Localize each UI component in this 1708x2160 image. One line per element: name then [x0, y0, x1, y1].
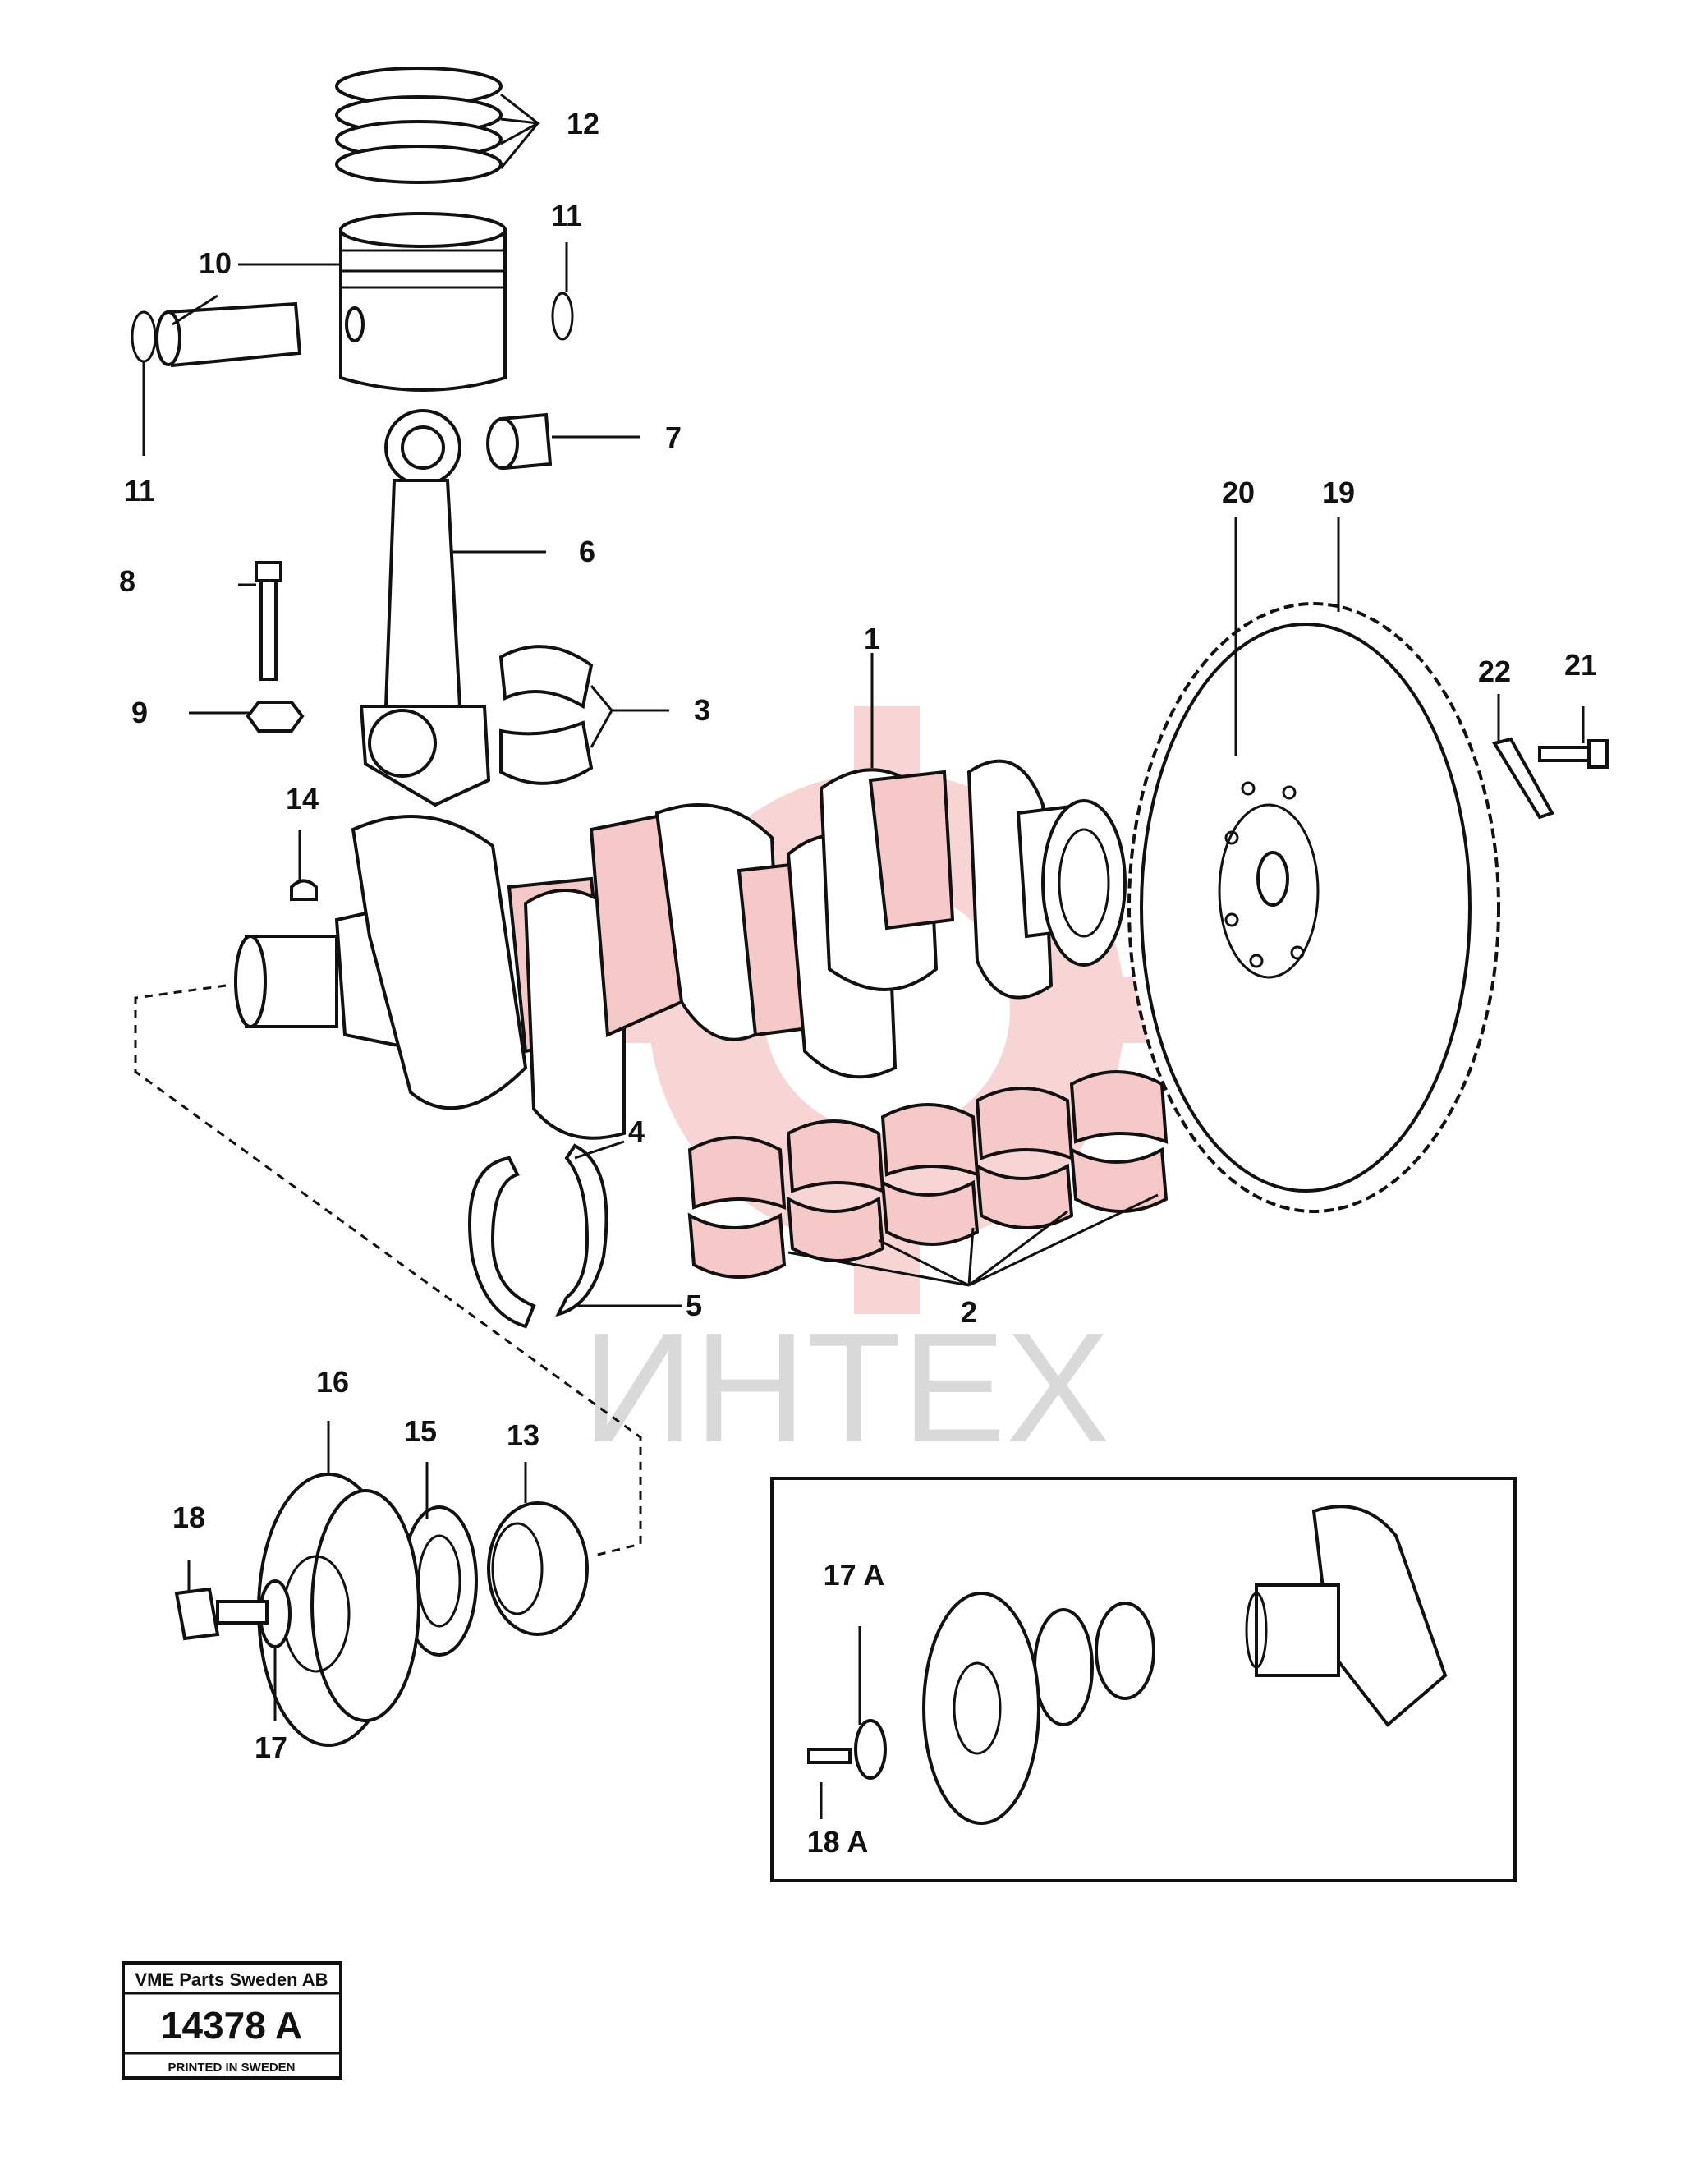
callout-17: 17: [255, 1730, 287, 1764]
callout-15: 15: [404, 1414, 437, 1448]
bushing: [486, 412, 553, 471]
rod-bolt: [255, 561, 282, 681]
woodruff-key: [290, 879, 318, 901]
crankshaft-gear: [487, 1501, 589, 1636]
callout-22: 22: [1478, 655, 1511, 688]
callout-11-right: 11: [551, 199, 582, 232]
piston: [339, 212, 507, 392]
pulley-bolt: [174, 1587, 269, 1641]
callout-19: 19: [1322, 476, 1355, 509]
assembly-link-dashed: [134, 984, 642, 1558]
callout-6: 6: [579, 535, 595, 568]
rod-bearing-shells: [498, 645, 594, 785]
connecting-rod: [359, 409, 491, 807]
callout-21: 21: [1564, 648, 1597, 682]
crankshaft: [234, 759, 1127, 1140]
callout-12: 12: [567, 107, 599, 140]
callout-13: 13: [507, 1418, 539, 1452]
callout-10: 10: [199, 246, 232, 280]
callout-18a: 18 A: [807, 1825, 869, 1859]
watermark-text: ИНТЕХ: [581, 1301, 1109, 1475]
callout-16: 16: [316, 1365, 349, 1399]
inset-box: [770, 1477, 1517, 1882]
callouts: 1 2 3 4 5 6 7 8 9 10 11 11 12 13 14 15 1…: [119, 107, 1597, 1859]
rod-nut: [246, 701, 305, 733]
lock-plate: [1491, 737, 1554, 820]
callout-9: 9: [131, 696, 148, 729]
callout-7: 7: [665, 421, 682, 454]
piston-rings: [335, 67, 503, 184]
callout-8: 8: [119, 564, 135, 598]
footer-drawing-number: 14378 A: [161, 2004, 302, 2047]
pulley: [257, 1473, 420, 1747]
callout-11-left: 11: [124, 474, 155, 508]
footer-company: VME Parts Sweden AB: [135, 1969, 328, 1990]
callout-2: 2: [961, 1295, 977, 1329]
footer-stamp: VME Parts Sweden AB 14378 A PRINTED IN S…: [122, 1961, 342, 2080]
callout-1: 1: [864, 622, 880, 655]
piston-pin: [155, 301, 302, 368]
callout-17a: 17 A: [824, 1558, 885, 1592]
thrust-washers: [468, 1143, 608, 1329]
flywheel-bolt: [1538, 739, 1609, 769]
callout-14: 14: [286, 782, 319, 816]
footer-printed: PRINTED IN SWEDEN: [168, 2061, 295, 2075]
callout-18: 18: [172, 1501, 205, 1534]
main-bearing-shells: [687, 1070, 1169, 1279]
callout-3: 3: [694, 693, 710, 727]
callout-5: 5: [686, 1289, 702, 1322]
flywheel: [1127, 602, 1500, 1213]
callout-20: 20: [1222, 476, 1255, 509]
leader-lines: [142, 93, 1585, 1819]
callout-4: 4: [628, 1114, 645, 1148]
